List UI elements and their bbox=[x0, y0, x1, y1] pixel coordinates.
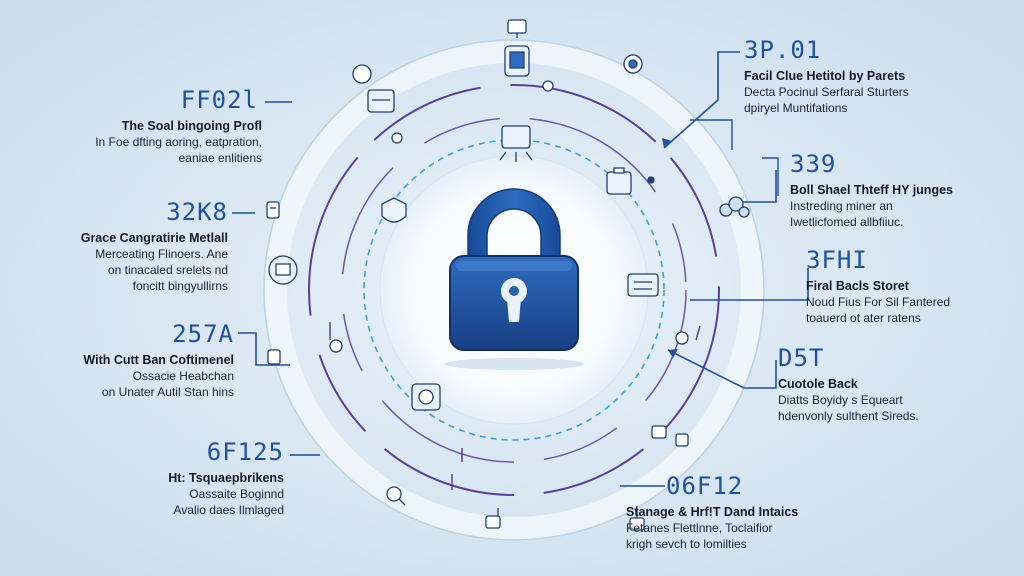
connector-lines bbox=[232, 51, 809, 487]
callout-line: krigh sevch to lomilties bbox=[626, 537, 747, 551]
callout-right-2: 339 Boll Shael Thteff HY junges Instredi… bbox=[790, 150, 1010, 230]
callout-line: Avalio daes Ilmlaged bbox=[173, 503, 284, 517]
user-icon bbox=[268, 255, 298, 285]
outer-ring-edge bbox=[263, 39, 765, 541]
connector-left-3 bbox=[238, 332, 290, 366]
callout-line: Merceating Flinoers. Ane bbox=[95, 247, 228, 261]
ring-arrows bbox=[329, 322, 701, 490]
purple-arc-ring bbox=[308, 84, 720, 496]
bug-icon bbox=[542, 80, 554, 92]
ring-arrow bbox=[695, 325, 701, 341]
callout-line: In Foe dfting aoring, eatpration, bbox=[95, 135, 262, 149]
gear-icon bbox=[675, 331, 689, 345]
callout-code: 06F12 bbox=[666, 472, 744, 500]
callout-line: dpiryel Muntifations bbox=[744, 101, 848, 115]
document-icon bbox=[266, 201, 280, 219]
network-icon bbox=[499, 125, 533, 162]
callout-line: Instreding miner an bbox=[790, 199, 893, 213]
alarm-icon bbox=[329, 339, 343, 353]
callout-code: 3P.01 bbox=[744, 36, 822, 64]
key-icon bbox=[485, 508, 501, 529]
callout-line: hdenvonly sulthent Sireds. bbox=[778, 409, 919, 423]
callout-title: Stanage & Hrf!T Dand Intaics bbox=[626, 505, 799, 519]
arrow-head bbox=[668, 349, 678, 358]
callout-line: Ossacie Heabchan bbox=[132, 369, 234, 383]
callout-title: Cuotole Back bbox=[778, 377, 858, 391]
callout-left-3: 257A With Cutt Ban Coftimenel Ossacie He… bbox=[14, 320, 234, 400]
search-icon bbox=[386, 486, 406, 506]
callout-top-left: FF02l The Soal bingoing Profl In Foe dft… bbox=[42, 86, 262, 166]
callout-line: Diatts Boyidy s Equeart bbox=[778, 393, 903, 407]
monitor-icon bbox=[504, 19, 530, 77]
callout-right-3: 3FHI Firal Bacls Storet Noud Fius For Si… bbox=[806, 246, 1016, 326]
callout-code: 3FHI bbox=[806, 246, 868, 274]
callout-bottom-right: 06F12 Stanage & Hrf!T Dand Intaics Fetan… bbox=[626, 472, 866, 552]
callout-title: Ht: Tsquaepbrikens bbox=[168, 471, 284, 485]
server-icon bbox=[627, 273, 659, 297]
callout-code: 6F125 bbox=[206, 438, 284, 466]
ring-icons bbox=[266, 19, 750, 531]
callout-line: Fetanes Flettlnne, Toclaifior bbox=[626, 521, 773, 535]
callout-line: Iwetlicfomed allbfiiuc. bbox=[790, 215, 904, 229]
pin-icon bbox=[391, 132, 655, 184]
callout-title: Grace Cangratirie Metlall bbox=[80, 231, 228, 245]
inner-purple-ring bbox=[341, 117, 687, 463]
callout-title: Boll Shael Thteff HY junges bbox=[790, 183, 953, 197]
bracket-shapes bbox=[690, 119, 779, 196]
callout-top-right: 3P.01 Facil Clue Hetitol by Parets Decta… bbox=[744, 36, 1014, 116]
callout-title: Firal Bacls Storet bbox=[806, 279, 909, 293]
callout-line: toauerd ot ater ratens bbox=[806, 311, 921, 325]
shield-icon bbox=[381, 197, 407, 223]
lock-icon bbox=[267, 349, 281, 365]
callout-left-2: 32K8 Grace Cangratirie Metlall Merceatin… bbox=[8, 198, 228, 294]
callout-line: on Unater Autil Stan hins bbox=[101, 385, 234, 399]
bracket-right-2 bbox=[762, 157, 779, 196]
callout-line: on tinacaled srelets nd bbox=[107, 263, 228, 277]
database-icon bbox=[411, 383, 441, 411]
callout-left-4: 6F125 Ht: Tsquaepbrikens Oassaite Boginn… bbox=[64, 438, 284, 518]
callout-title: Facil Clue Hetitol by Parets bbox=[744, 69, 906, 83]
connector-arrows bbox=[662, 138, 678, 358]
connector-right-2 bbox=[742, 170, 777, 203]
callout-right-4: D5T Cuotole Back Diatts Boyidy s Equeart… bbox=[778, 344, 1008, 424]
robot-icon bbox=[352, 64, 395, 113]
bracket-top-right bbox=[690, 119, 733, 150]
camera-icon bbox=[623, 54, 643, 74]
callout-title: The Soal bingoing Profl bbox=[121, 119, 262, 133]
connector-right-3 bbox=[690, 268, 809, 301]
callout-line: Oassaite Boginnd bbox=[189, 487, 284, 501]
callout-line: eaniae enlitiens bbox=[178, 151, 262, 165]
callout-line: Decta Pocinul Serfaral Sturters bbox=[744, 85, 909, 99]
callout-title: With Cutt Ban Coftimenel bbox=[83, 353, 234, 367]
chip-icon bbox=[651, 425, 689, 447]
callout-code: D5T bbox=[778, 344, 825, 372]
callout-code: 257A bbox=[172, 320, 234, 348]
cloud-icon bbox=[719, 196, 750, 218]
callout-code: 339 bbox=[790, 150, 837, 178]
circuit-icon bbox=[629, 506, 645, 531]
connector-right-4 bbox=[667, 349, 777, 389]
callout-code: 32K8 bbox=[166, 198, 228, 226]
padlock-icon bbox=[444, 188, 584, 370]
callout-line: Noud Fius For Sil Fantered bbox=[806, 295, 951, 309]
arrow-head bbox=[662, 138, 672, 148]
briefcase-icon bbox=[606, 167, 632, 195]
callout-line: foncitt bingyullirns bbox=[132, 279, 228, 293]
connector-top-right bbox=[663, 51, 740, 149]
callout-code: FF02l bbox=[180, 86, 258, 114]
